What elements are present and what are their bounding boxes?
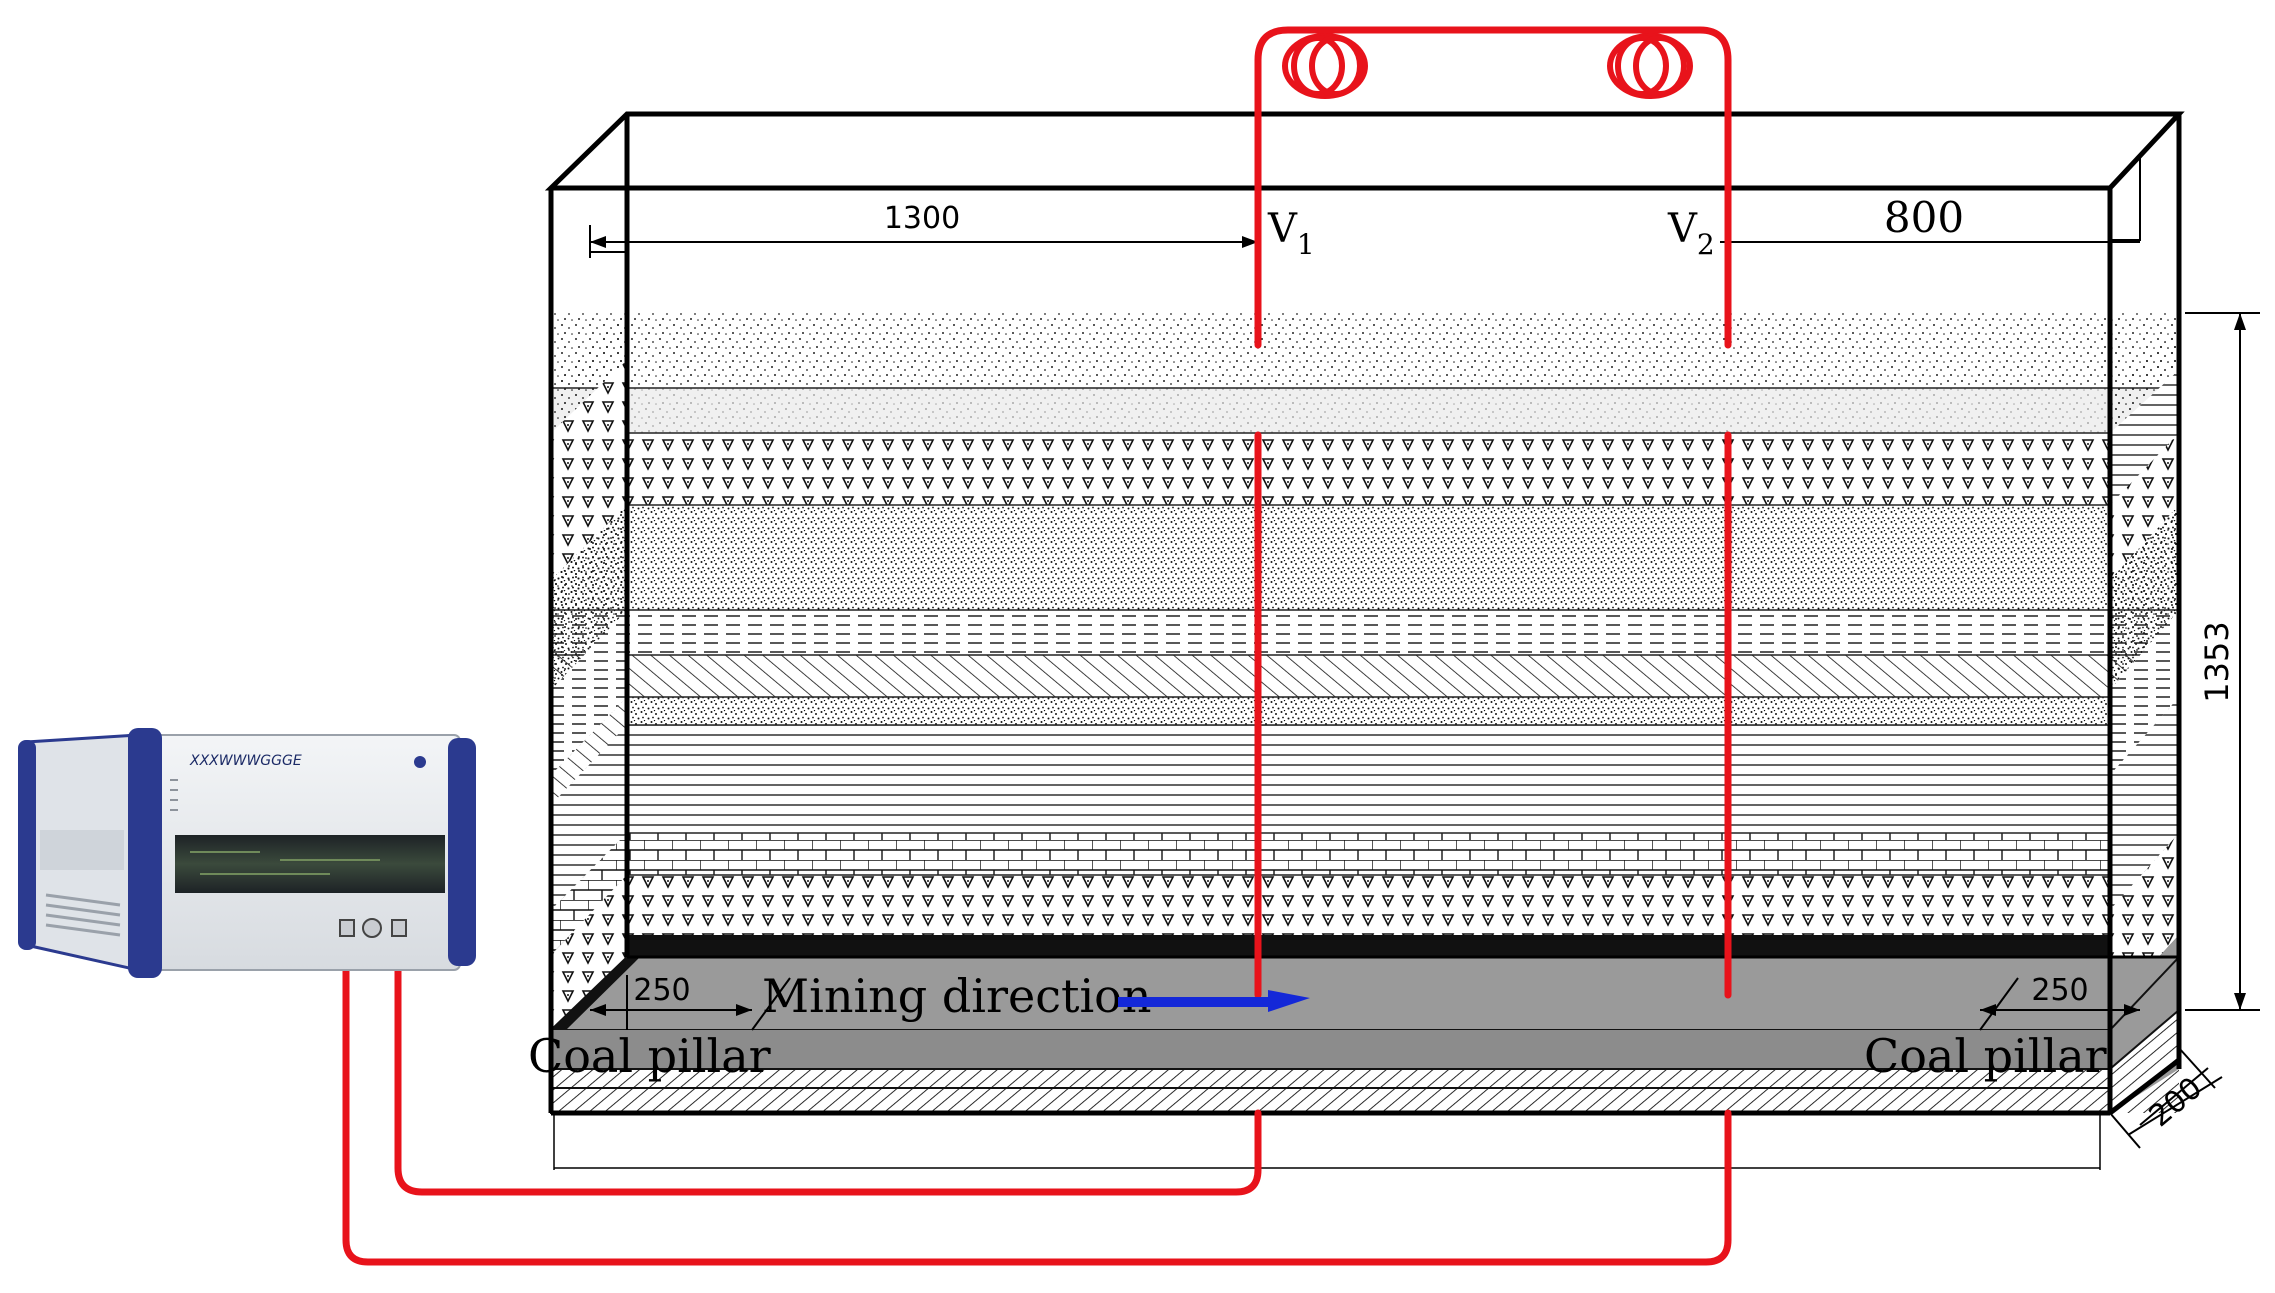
layer-sand-thin xyxy=(551,697,2179,725)
layer-top-sand xyxy=(551,313,2179,388)
v2-label: V xyxy=(1667,206,1698,252)
v2-subscript: 2 xyxy=(1697,228,1715,261)
svg-text:V1: V1 xyxy=(1267,206,1315,261)
dim-800-label: 800 xyxy=(1884,193,1964,242)
mining-direction: Mining direction xyxy=(762,969,1310,1023)
fiber-top-loop xyxy=(1254,26,1732,349)
sensor-labels: V1 V2 xyxy=(1267,206,1715,261)
fiber-coil-icon-right xyxy=(1607,33,1693,99)
dimensions: 1300 800 1353 200 250 250 xyxy=(553,193,2260,1170)
mining-direction-label: Mining direction xyxy=(762,969,1152,1023)
fiber-coil-icon-left xyxy=(1282,33,1368,99)
dim-1300-label: 1300 xyxy=(884,201,960,236)
dim-250-right-label: 250 xyxy=(2031,973,2088,1008)
layer-limestone xyxy=(551,833,2179,875)
layer-conglomerate-upper xyxy=(551,433,2179,505)
coal-seam-black-edge xyxy=(551,957,640,1030)
optical-fibers xyxy=(342,26,1732,1266)
fiber-demodulator-device-icon: XXXWWWGGGE xyxy=(18,728,476,978)
frame-outline xyxy=(544,111,2185,1116)
coal-pillar-left-label: Coal pillar xyxy=(528,1029,771,1083)
dim-1353-label: 1353 xyxy=(2198,621,2236,702)
left-side-face xyxy=(551,313,627,1060)
device-brand-label: XXXWWWGGGE xyxy=(189,753,302,769)
v1-subscript: 1 xyxy=(1297,228,1315,261)
layer-conglomerate-lower xyxy=(551,875,2179,935)
fiber-lead-v2 xyxy=(342,936,1732,1266)
dim-250-left-label: 250 xyxy=(633,973,690,1008)
v1-label: V xyxy=(1267,206,1298,252)
layer-mudstone xyxy=(551,610,2179,655)
layer-coal-roof-black xyxy=(551,935,2179,957)
svg-text:V2: V2 xyxy=(1667,206,1715,261)
model-box xyxy=(544,111,2185,1116)
coal-pillar-right-label: Coal pillar xyxy=(1864,1029,2107,1083)
layer-shale xyxy=(551,725,2179,833)
fiber-lead-v1 xyxy=(394,936,1262,1196)
layer-hatch xyxy=(551,655,2179,697)
arrow-head-icon xyxy=(1268,990,1310,1012)
layer-dense-sand xyxy=(551,505,2179,610)
